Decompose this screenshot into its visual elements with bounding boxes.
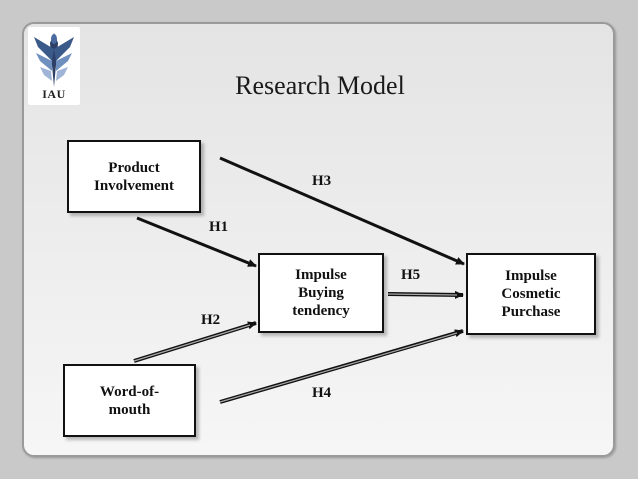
hypothesis-h4-label: H4 [312, 385, 332, 401]
arrow-h1 [136, 216, 257, 268]
node-impulse-cosmetic-purchase-label: Impulse Cosmetic Purchase [501, 268, 561, 320]
node-impulse-cosmetic-purchase: Impulse Cosmetic Purchase [466, 253, 596, 335]
hypothesis-h5-label: H5 [401, 267, 421, 283]
hypothesis-h1-label: H1 [209, 219, 229, 235]
iau-logo: IAU [28, 27, 80, 105]
hypothesis-h2-label: H2 [201, 312, 221, 328]
node-word-of-mouth-label: Word-of- mouth [99, 383, 160, 418]
node-impulse-buying-tendency-label: Impulse Buying tendency [292, 267, 350, 319]
arrow-h5 [387, 290, 464, 299]
hypothesis-h3-label: H3 [312, 173, 332, 189]
arrow-h2 [133, 321, 257, 363]
arrow-h4 [219, 329, 464, 404]
slide-title: Research Model [235, 71, 405, 100]
node-product-involvement: Product Involvement [67, 140, 201, 213]
node-impulse-buying-tendency: Impulse Buying tendency [258, 253, 384, 333]
iau-emblem-icon [34, 33, 74, 87]
node-word-of-mouth: Word-of- mouth [63, 364, 196, 437]
arrow-h3 [219, 156, 465, 266]
node-product-involvement-label: Product Involvement [94, 159, 174, 194]
logo-text: IAU [42, 87, 66, 101]
